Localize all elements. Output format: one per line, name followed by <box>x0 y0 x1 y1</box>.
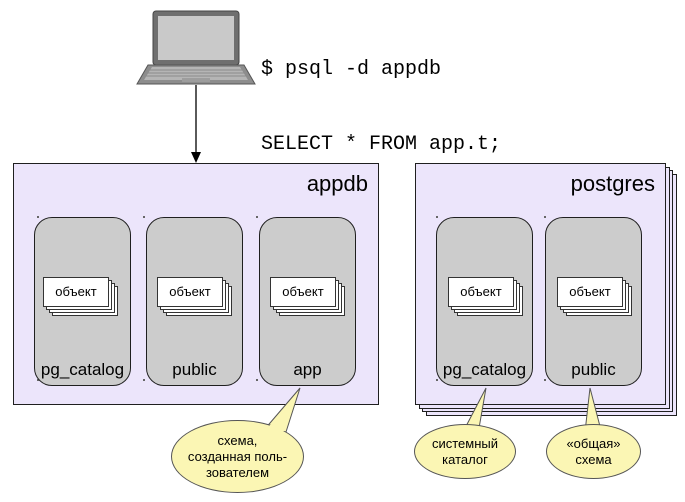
schema-label: pg_catalog <box>40 360 125 379</box>
command-line-1: $ psql -d appdb <box>261 58 442 81</box>
schema-pg-catalog-appdb: объект pg_catalog <box>34 217 131 386</box>
callout-shared-schema: «общая» схема <box>546 424 641 479</box>
object-box: объект <box>448 277 514 307</box>
psql-command: $ psql -d appdb SELECT * FROM app.t; <box>261 7 501 182</box>
database-title: appdb <box>306 171 368 196</box>
schema-label: app <box>293 360 322 379</box>
schema-app-appdb: объект app <box>259 217 356 386</box>
schema-public-appdb: объект public <box>146 217 243 386</box>
database-title: postgres <box>570 171 655 196</box>
object-box: объект <box>270 277 336 307</box>
object-box: объект <box>557 277 623 307</box>
callout-system-catalog: системный каталог <box>414 424 516 479</box>
schema-pg-catalog-postgres: объект pg_catalog <box>436 217 533 386</box>
command-line-2: SELECT * FROM app.t; <box>261 133 502 156</box>
callout-user-schema: схема, созданная поль- зователем <box>171 420 304 493</box>
schema-label: pg_catalog <box>442 360 527 379</box>
schema-label: public <box>571 360 616 379</box>
object-box: объект <box>43 277 109 307</box>
schema-label: public <box>172 360 217 379</box>
schema-public-postgres: объект public <box>545 217 642 386</box>
object-box: объект <box>157 277 223 307</box>
